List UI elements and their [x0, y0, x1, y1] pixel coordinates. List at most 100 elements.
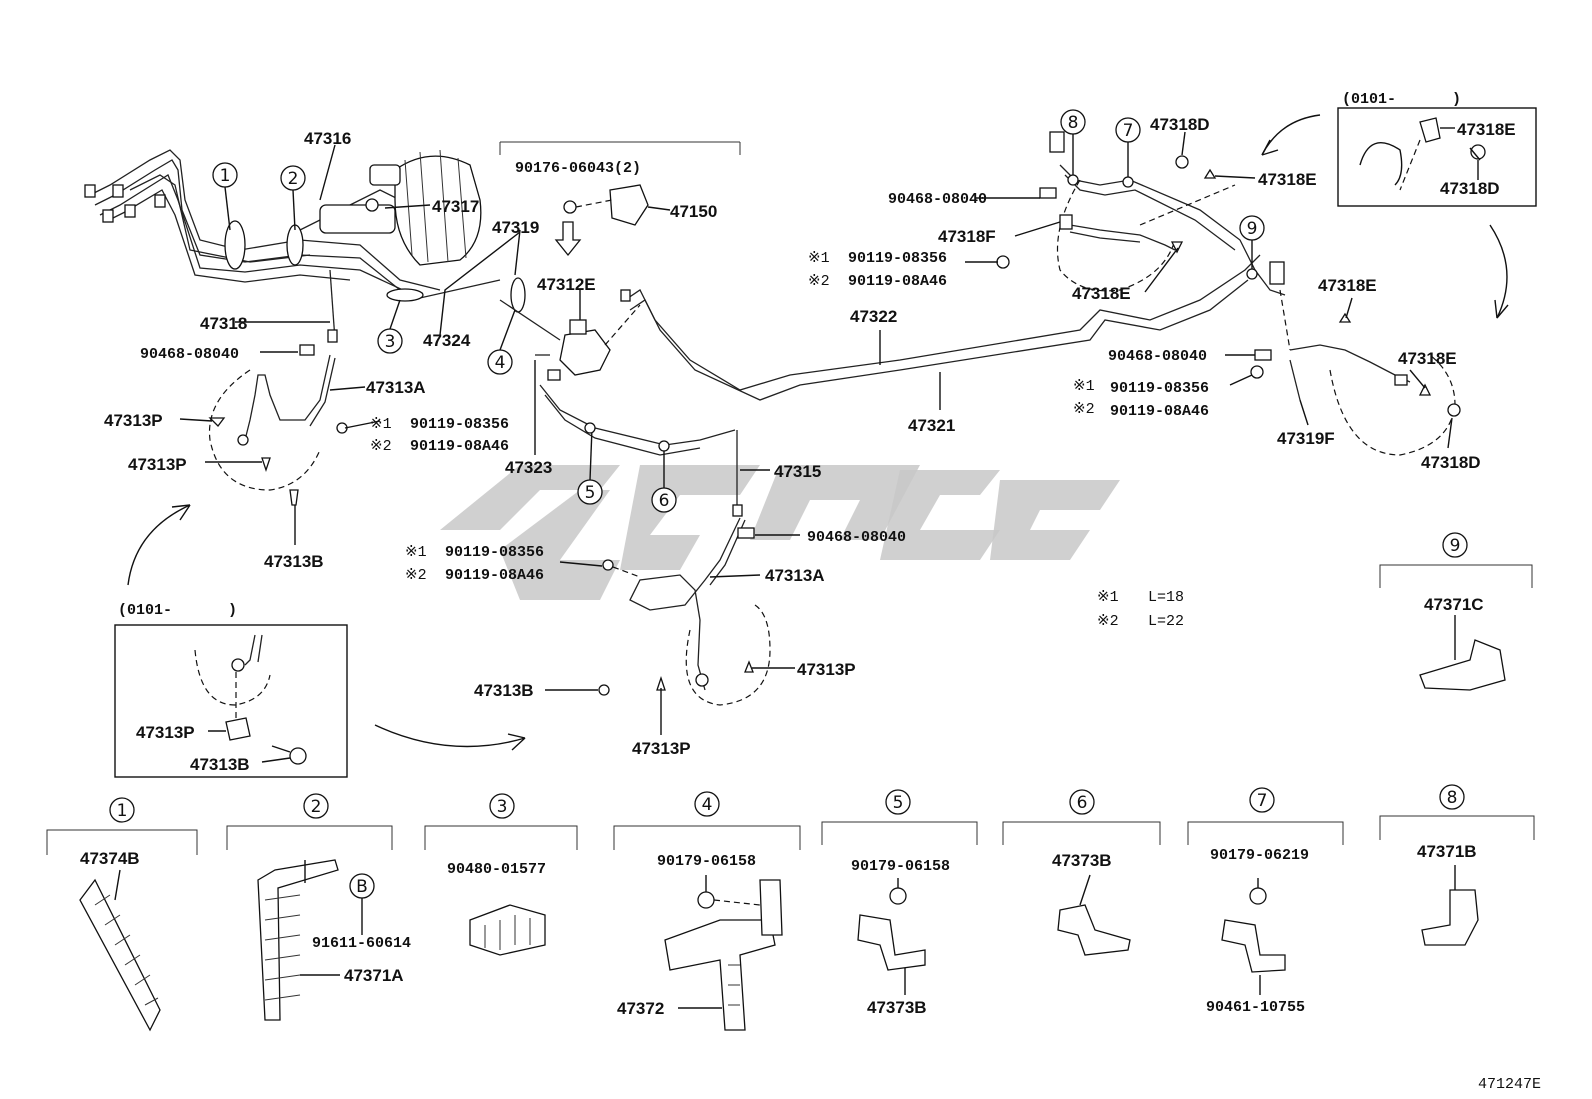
label-47318E-b: 47318E	[1258, 170, 1317, 189]
label-90119-08A46-d: 90119-08A46	[1110, 403, 1209, 420]
inset-right-header: (0101-	[1342, 91, 1396, 108]
detail-8-part: 47371B	[1417, 842, 1477, 861]
note-mark-1-c: ※1	[808, 250, 830, 267]
note-length-2: L=22	[1148, 613, 1184, 630]
leader-lines	[179, 127, 1481, 763]
detail-9-part: 47371C	[1424, 595, 1484, 614]
detail-2-number: 2	[311, 797, 322, 817]
detail-3-part: 90480-01577	[447, 861, 546, 878]
label-90119-08356-d: 90119-08356	[1110, 380, 1209, 397]
label-90119-08A46-b: 90119-08A46	[445, 567, 544, 584]
detail-1-number: 1	[117, 801, 128, 821]
rear-pipes	[539, 164, 1286, 517]
note-mark-2-legend: ※2	[1097, 613, 1119, 630]
detail-5-part: 47373B	[867, 998, 927, 1017]
label-47318E-a: 47318E	[1072, 284, 1131, 303]
detail-5-number: 5	[893, 793, 904, 813]
callout-2: 2	[288, 169, 299, 189]
note-mark-2-c: ※2	[808, 273, 830, 290]
brake-booster	[319, 149, 482, 266]
label-47319: 47319	[492, 218, 539, 237]
note-mark-1-legend: ※1	[1097, 589, 1119, 606]
label-90468-08040-d: 90468-08040	[1108, 348, 1207, 365]
label-47316: 47316	[304, 129, 351, 148]
note-mark-2-a: ※2	[370, 438, 392, 455]
callout-markers	[212, 109, 1265, 513]
label-47318E-d: 47318E	[1398, 349, 1457, 368]
label-90176-06043: 90176-06043(2)	[515, 160, 641, 177]
detail-part-drawings	[79, 615, 1506, 1032]
detail-7-bolt: 90179-06219	[1210, 847, 1309, 864]
label-90119-08356-b: 90119-08356	[445, 544, 544, 561]
detail-labels: 1 47374B 2 91611-60614 47371A 3 90480-01…	[80, 532, 1484, 1018]
rear-right-hose	[1250, 261, 1461, 456]
part-47150	[499, 141, 741, 257]
label-47313B-b: 47313B	[474, 681, 534, 700]
note-mark-1-a: ※1	[370, 416, 392, 433]
label-90468-08040-b: 90468-08040	[807, 529, 906, 546]
label-47313A-mid: 47313A	[765, 566, 825, 585]
label-47313P-c: 47313P	[797, 660, 856, 679]
note-mark-2-d: ※2	[1073, 401, 1095, 418]
note-mark-1-d: ※1	[1073, 378, 1095, 395]
label-47318D-b: 47318D	[1421, 453, 1481, 472]
callout-6: 6	[659, 491, 670, 511]
label-47318: 47318	[200, 314, 247, 333]
callout-9: 9	[1247, 219, 1258, 239]
callout-4: 4	[495, 353, 506, 373]
detail-3-number: 3	[497, 797, 508, 817]
detail-2-part: 47371A	[344, 966, 404, 985]
label-47313A-left: 47313A	[366, 378, 426, 397]
detail-5-bolt: 90179-06158	[851, 858, 950, 875]
label-47318D-a: 47318D	[1150, 115, 1210, 134]
detail-2-part-b: 91611-60614	[312, 935, 411, 952]
label-90468-08040-a: 90468-08040	[140, 346, 239, 363]
inset-left	[114, 504, 526, 778]
label-47312E: 47312E	[537, 275, 596, 294]
inset-right-close: )	[1452, 91, 1461, 108]
note-mark-1-b: ※1	[405, 544, 427, 561]
callout-8: 8	[1068, 113, 1079, 133]
inset-upper-right	[1261, 107, 1537, 319]
note-mark-2-b: ※2	[405, 567, 427, 584]
inset-left-header: (0101-	[118, 602, 172, 619]
label-90119-08356-c: 90119-08356	[848, 250, 947, 267]
label-47323: 47323	[505, 458, 552, 477]
front-left-hose	[208, 344, 348, 506]
label-90119-08A46-a: 90119-08A46	[410, 438, 509, 455]
detail-1-part: 47374B	[80, 849, 140, 868]
label-47313P-a: 47313P	[104, 411, 163, 430]
label-47318D-c: 47318D	[1440, 179, 1500, 198]
callout-B: B	[356, 877, 368, 897]
detail-8-number: 8	[1447, 788, 1458, 808]
inset-left-close: )	[228, 602, 237, 619]
label-47321: 47321	[908, 416, 955, 435]
detail-4-part: 47372	[617, 999, 664, 1018]
label-47313P-e: 47313P	[136, 723, 195, 742]
label-47313B-c: 47313B	[190, 755, 250, 774]
callout-3: 3	[385, 332, 396, 352]
rear-left-hose	[996, 131, 1236, 292]
label-47318E-c: 47318E	[1318, 276, 1377, 295]
label-47318E-e: 47318E	[1457, 120, 1516, 139]
detail-7-part: 90461-10755	[1206, 999, 1305, 1016]
label-47313P-b: 47313P	[128, 455, 187, 474]
proportioning-valve	[499, 299, 641, 381]
detail-9-number: 9	[1450, 536, 1461, 556]
label-47315: 47315	[774, 462, 821, 481]
label-47319F: 47319F	[1277, 429, 1335, 448]
note-length-1: L=18	[1148, 589, 1184, 606]
label-90119-08356-a: 90119-08356	[410, 416, 509, 433]
label-90119-08A46-c: 90119-08A46	[848, 273, 947, 290]
callout-numbers: 1 2 3 4 5 6 7 8 9 B	[220, 113, 1258, 897]
callout-7: 7	[1123, 121, 1134, 141]
diagram-id: 471247E	[1478, 1076, 1541, 1093]
label-47150: 47150	[670, 202, 717, 221]
front-right-hose	[598, 517, 771, 706]
label-47313B-a: 47313B	[264, 552, 324, 571]
detail-4-bolt: 90179-06158	[657, 853, 756, 870]
callout-1: 1	[220, 166, 231, 186]
part-labels: 47316 47317 47319 90176-06043(2) 47150 4…	[104, 91, 1516, 774]
